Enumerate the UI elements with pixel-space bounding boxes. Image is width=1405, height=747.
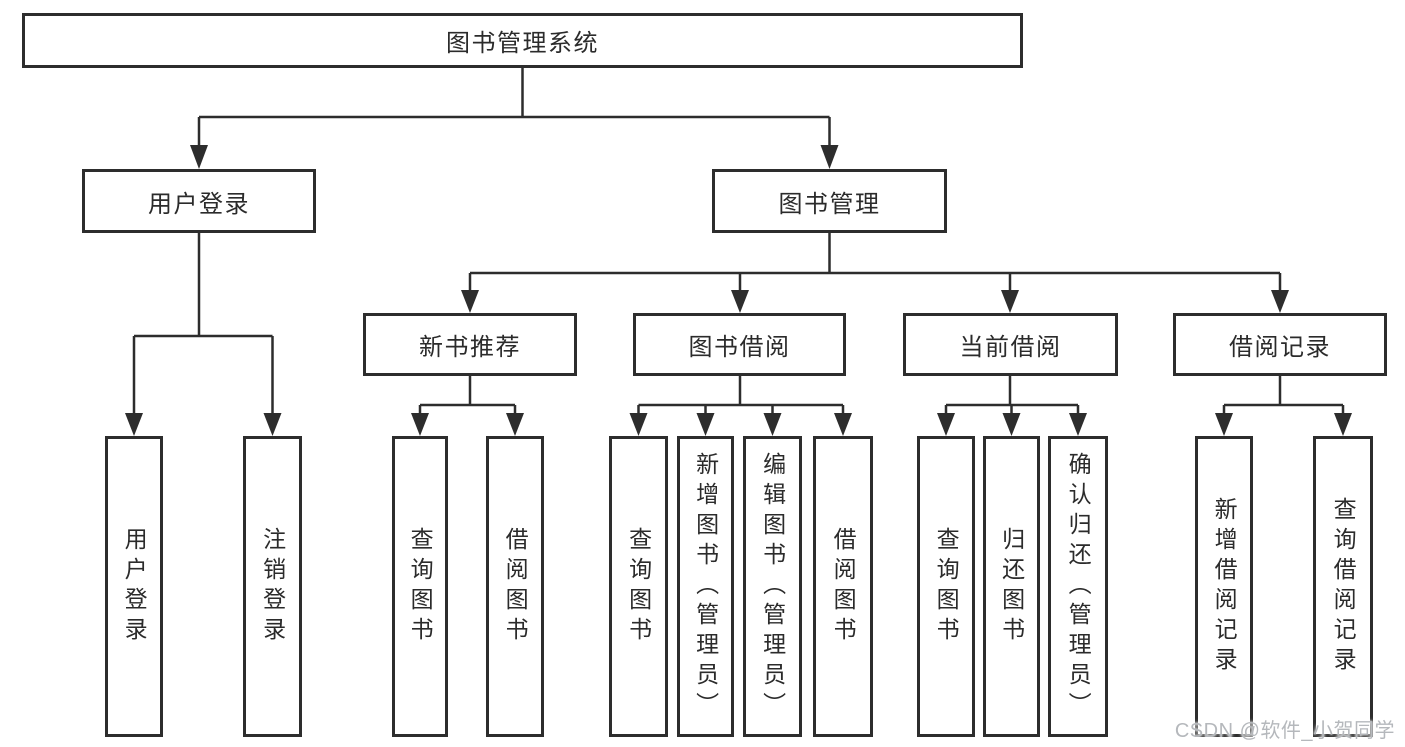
node-library-management-system: 图书管理系统 xyxy=(22,13,1023,68)
node-label: 新增借阅记录 xyxy=(1211,496,1238,677)
node-label: 新增图书（管理员） xyxy=(692,451,719,722)
arrowheads xyxy=(125,145,1352,436)
node-label: 借阅图书 xyxy=(830,526,857,647)
arrowhead xyxy=(629,413,648,436)
node-label: 用户登录 xyxy=(121,526,148,647)
node-label: 确认归还（管理员） xyxy=(1065,451,1092,722)
node-label: 新书推荐 xyxy=(419,334,521,361)
leaf-confirm-return-admin: 确认归还（管理员） xyxy=(1048,436,1108,737)
arrowhead xyxy=(937,413,955,436)
node-label: 查询图书 xyxy=(933,526,960,647)
arrowhead xyxy=(190,145,208,169)
node-book-management: 图书管理 xyxy=(712,169,947,233)
node-new-book-recommendation: 新书推荐 xyxy=(363,313,577,376)
leaf-query-books-current: 查询图书 xyxy=(917,436,975,737)
connector-book-borrowing xyxy=(637,376,845,416)
arrowhead xyxy=(1002,413,1021,436)
connector-user-login xyxy=(132,233,274,415)
watermark: CSDN @软件_小贺同学 xyxy=(1174,720,1395,742)
arrowhead xyxy=(820,145,839,169)
leaf-user-login: 用户登录 xyxy=(105,436,163,737)
node-label: 借阅记录 xyxy=(1229,334,1331,361)
node-user-login: 用户登录 xyxy=(82,169,316,233)
node-borrowing-records: 借阅记录 xyxy=(1173,313,1387,376)
leaf-return-books: 归还图书 xyxy=(983,436,1040,737)
arrowhead xyxy=(1334,413,1352,436)
node-label: 当前借阅 xyxy=(959,334,1062,361)
node-label: 查询图书 xyxy=(625,526,652,647)
node-label: 用户登录 xyxy=(148,190,250,218)
arrowhead xyxy=(1001,290,1019,313)
leaf-add-books-admin: 新增图书（管理员） xyxy=(677,436,734,737)
node-label: 图书借阅 xyxy=(688,334,791,361)
leaf-query-books-recommend: 查询图书 xyxy=(392,436,448,737)
arrowhead xyxy=(763,413,782,436)
arrowhead xyxy=(1215,413,1233,436)
node-label: 图书管理 xyxy=(778,190,881,218)
arrowhead xyxy=(506,413,524,436)
arrowhead xyxy=(411,413,429,436)
leaf-add-borrow-record: 新增借阅记录 xyxy=(1195,436,1253,737)
connector-book-management xyxy=(468,233,1282,292)
node-label: 注销登录 xyxy=(259,526,286,647)
node-label: 图书管理系统 xyxy=(446,30,599,57)
arrowhead xyxy=(1069,413,1087,436)
leaf-borrow-books-recommend: 借阅图书 xyxy=(486,436,544,737)
arrowhead xyxy=(834,413,852,436)
node-label: 查询借阅记录 xyxy=(1330,496,1357,677)
node-label: 查询图书 xyxy=(407,526,434,647)
connector-new-book xyxy=(418,376,517,416)
connector-current-borrowing xyxy=(944,376,1080,416)
leaf-borrow-books-borrow: 借阅图书 xyxy=(813,436,873,737)
leaf-edit-books-admin: 编辑图书（管理员） xyxy=(743,436,802,737)
arrowhead xyxy=(461,290,479,313)
connector-root xyxy=(197,67,831,146)
arrowhead xyxy=(731,290,749,313)
arrowhead xyxy=(696,413,715,436)
connector-borrowing-records xyxy=(1222,376,1345,416)
arrowhead xyxy=(1271,290,1289,313)
node-book-borrowing: 图书借阅 xyxy=(633,313,846,376)
leaf-logout: 注销登录 xyxy=(243,436,302,737)
leaf-query-books-borrow: 查询图书 xyxy=(609,436,668,737)
arrowhead xyxy=(125,413,143,436)
node-label: 借阅图书 xyxy=(502,526,529,647)
node-label: 编辑图书（管理员） xyxy=(759,451,786,722)
node-current-borrowing: 当前借阅 xyxy=(903,313,1118,376)
leaf-query-borrow-record: 查询借阅记录 xyxy=(1313,436,1373,737)
arrowhead xyxy=(263,413,282,436)
node-label: 归还图书 xyxy=(998,526,1025,647)
